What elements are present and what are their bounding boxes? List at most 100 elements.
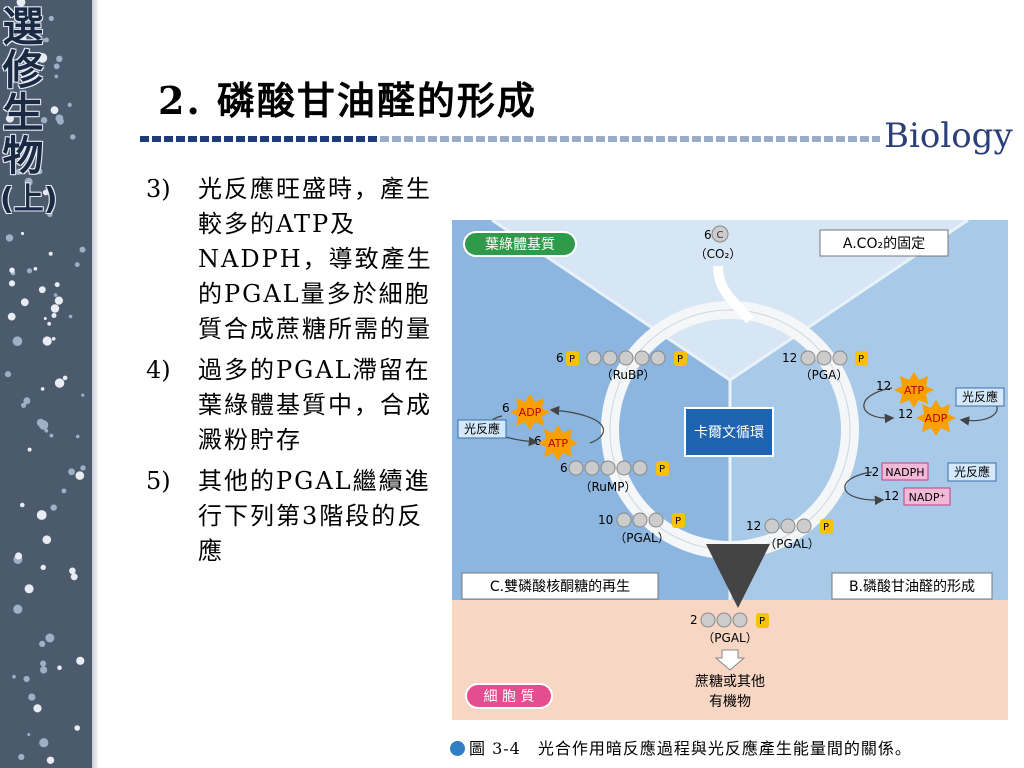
rubp-molecule: P P (566, 350, 687, 366)
divider-dash (752, 136, 761, 142)
pgal-left-count: 10 (598, 513, 613, 527)
divider-dash (344, 136, 353, 142)
divider-dash (824, 136, 833, 142)
divider-dash (548, 136, 557, 142)
sidebar-dot (7, 186, 11, 191)
sidebar-dot (16, 0, 26, 7)
adp-label: ADP (925, 412, 948, 425)
svg-text:P: P (677, 354, 683, 365)
light-reaction-badge (457, 419, 507, 439)
light-reaction-label: 光反應 (464, 421, 500, 436)
divider-dash (332, 136, 341, 142)
divider-dash (872, 136, 880, 142)
divider-dash (284, 136, 293, 142)
item-text: 過多的PGAL滯留在葉綠體基質中，合成澱粉貯存 (198, 356, 432, 454)
divider-dash (512, 136, 521, 142)
divider-dash (848, 136, 857, 142)
adp-burst-icon (510, 394, 550, 430)
sidebar-dot (68, 314, 73, 319)
sidebar-dot (20, 298, 29, 307)
sidebar-dot (54, 282, 60, 288)
divider-dash (812, 136, 821, 142)
divider-dash (476, 136, 485, 142)
sidebar-dot (12, 674, 16, 679)
divider-dash (308, 136, 317, 142)
sidebar-dot (32, 19, 36, 23)
title-divider (140, 136, 880, 142)
atp-burst-icon (894, 372, 934, 408)
sidebar-dot (14, 552, 23, 560)
light-reaction-badge (955, 387, 1005, 407)
section-a-label: A.CO₂的固定 (843, 236, 925, 252)
pgal-left-label: （PGAL） (614, 531, 669, 545)
vertical-title-char: 物 (2, 132, 44, 180)
divider-dash (716, 136, 725, 142)
sidebar-dot (54, 296, 64, 305)
divider-dash (224, 136, 233, 142)
light-reaction-badge (947, 462, 997, 482)
cytoplasm-label: 細 胞 質 (484, 689, 535, 705)
sidebar-dot (51, 313, 57, 318)
item-text: 光反應旺盛時，產生較多的ATP及NADPH，導致產生的PGAL量多於細胞質合成蔗… (198, 175, 433, 343)
co2-label: （CO₂） (695, 247, 742, 261)
item-number: 5) (146, 467, 171, 495)
sidebar-dot (44, 428, 49, 433)
rump-label: （RuMP） (580, 480, 637, 494)
stroma-label: 葉綠體基質 (485, 236, 555, 253)
section-c-panel (452, 220, 730, 600)
sidebar-dot (76, 656, 85, 665)
sidebar-dot (40, 387, 45, 391)
rubp-count: 6 (556, 351, 564, 365)
divider-dash (608, 136, 617, 142)
pgal-out-count: 2 (690, 613, 698, 627)
divider-dash (416, 136, 425, 142)
pga-molecule: P (800, 350, 868, 366)
sidebar-dot (50, 504, 57, 511)
divider-dash (212, 136, 221, 142)
divider-dash (632, 136, 641, 142)
caption-text: 圖 3-4 光合作用暗反應過程與光反應產生能量間的關係。 (469, 739, 912, 758)
sidebar-dot (50, 304, 60, 313)
divider-dash (428, 136, 437, 142)
brand-logo: Biology (884, 116, 1013, 156)
divider-dash (356, 136, 365, 142)
sidebar-dot (42, 535, 52, 544)
svg-text:P: P (858, 354, 864, 365)
sidebar-dot (33, 704, 42, 713)
sidebar-dot (40, 660, 47, 667)
sidebar-dot (47, 211, 53, 217)
sidebar-dot (16, 33, 27, 44)
sidebar-dot (8, 280, 16, 287)
sidebar-dot (48, 251, 53, 256)
sidebar-dot (27, 447, 32, 452)
sidebar-dot (74, 262, 80, 267)
atp-label: ATP (904, 384, 924, 397)
divider-dash (188, 136, 197, 142)
sidebar-dot (43, 317, 47, 320)
item-text: 其他的PGAL繼續進行下列第3階段的反應 (198, 467, 431, 565)
rump-count: 6 (560, 461, 568, 475)
svg-text:12: 12 (898, 407, 913, 421)
divider-dash (644, 136, 653, 142)
vertical-title-char: 生 (2, 89, 44, 137)
divider-dash (764, 136, 773, 142)
sidebar-edge (92, 0, 98, 768)
svg-text:P: P (569, 354, 575, 365)
sidebar-dot (67, 102, 72, 107)
sidebar-dot (5, 234, 14, 242)
sidebar-dot (70, 134, 76, 140)
svg-text:6: 6 (534, 434, 542, 448)
sidebar-dot (74, 725, 80, 731)
adp-burst-icon (916, 400, 956, 436)
svg-text:6: 6 (502, 401, 510, 415)
sidebar-dot (20, 502, 25, 508)
divider-dash (740, 136, 749, 142)
divider-dash (140, 136, 149, 142)
nadp-box (903, 487, 951, 506)
sidebar-dot (39, 738, 49, 748)
sidebar-dot (37, 53, 48, 63)
adp-label: ADP (519, 406, 542, 419)
sidebar-dot (54, 378, 65, 388)
sidebar-dot (33, 267, 38, 271)
sidebar (0, 0, 92, 768)
